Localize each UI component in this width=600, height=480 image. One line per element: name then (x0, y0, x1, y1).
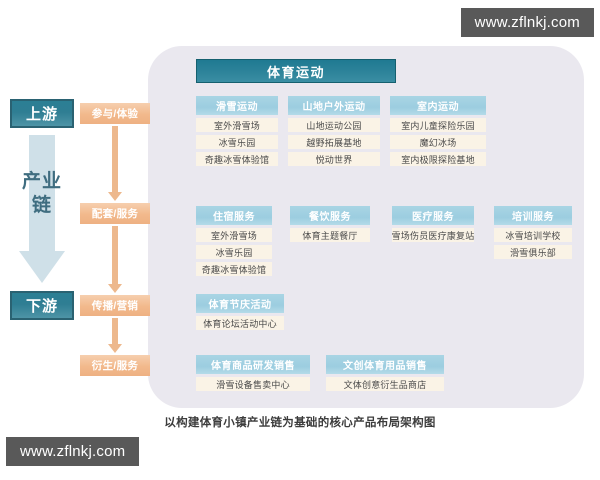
group-item[interactable]: 魔幻冰场 (390, 135, 486, 149)
group-item[interactable]: 文体创意衍生品商店 (326, 377, 444, 391)
stage-box-participation[interactable]: 参与/体验 (80, 103, 150, 124)
group-item[interactable]: 体育论坛活动中心 (196, 316, 284, 330)
upstream-label: 上游 (25, 106, 58, 123)
group-item[interactable]: 奇趣冰雪体验馆 (196, 262, 272, 276)
arrow-head (19, 251, 65, 283)
group-header[interactable]: 餐饮服务 (290, 206, 370, 225)
industry-chain-rail: 上游 产业链 下游 (0, 0, 150, 480)
group-item[interactable]: 冰雪乐园 (196, 135, 278, 149)
group-header[interactable]: 体育节庆活动 (196, 294, 284, 313)
group-header[interactable]: 滑雪运动 (196, 96, 278, 115)
group-item[interactable]: 室内极限探险基地 (390, 152, 486, 166)
group-item[interactable]: 体育主题餐厅 (290, 228, 370, 242)
downstream-label: 下游 (25, 298, 58, 315)
group-item[interactable]: 滑雪设备售卖中心 (196, 377, 310, 391)
group-dining: 餐饮服务 体育主题餐厅 (290, 206, 370, 242)
group-festival: 体育节庆活动 体育论坛活动中心 (196, 294, 284, 330)
group-header[interactable]: 体育商品研发销售 (196, 355, 310, 374)
stage-box-marketing[interactable]: 传播/营销 (80, 295, 150, 316)
group-header[interactable]: 山地户外运动 (288, 96, 380, 115)
chain-direction-arrow-icon (19, 135, 65, 285)
group-ski: 滑雪运动 室外滑雪场 冰雪乐园 奇趣冰雪体验馆 (196, 96, 278, 166)
group-header[interactable]: 培训服务 (494, 206, 572, 225)
group-indoor-sports: 室内运动 室内儿童探险乐园 魔幻冰场 室内极限探险基地 (390, 96, 486, 166)
downstream-badge: 下游 (10, 291, 74, 320)
watermark-top-right: www.zflnkj.com (460, 8, 594, 37)
group-item[interactable]: 滑雪俱乐部 (494, 245, 572, 259)
group-item[interactable]: 悦动世界 (288, 152, 380, 166)
group-item[interactable]: 雪场伤员医疗康复站 (392, 228, 474, 242)
stage-arrow-1-icon (108, 126, 122, 202)
group-sports-goods: 体育商品研发销售 滑雪设备售卖中心 (196, 355, 310, 391)
group-header[interactable]: 住宿服务 (196, 206, 272, 225)
group-header[interactable]: 文创体育用品销售 (326, 355, 444, 374)
stage-box-derivative[interactable]: 衍生/服务 (80, 355, 150, 376)
group-item[interactable]: 奇趣冰雪体验馆 (196, 152, 278, 166)
stage-box-support[interactable]: 配套/服务 (80, 203, 150, 224)
group-item[interactable]: 冰雪培训学校 (494, 228, 572, 242)
group-medical: 医疗服务 雪场伤员医疗康复站 (392, 206, 474, 242)
group-header[interactable]: 医疗服务 (392, 206, 474, 225)
arrow-shaft (29, 135, 55, 253)
stage-arrow-2-icon (108, 226, 122, 294)
group-accommodation: 住宿服务 室外滑雪场 冰雪乐园 奇趣冰雪体验馆 (196, 206, 272, 276)
group-cultural-goods: 文创体育用品销售 文体创意衍生品商店 (326, 355, 444, 391)
group-mountain-outdoor: 山地户外运动 山地运动公园 越野拓展基地 悦动世界 (288, 96, 380, 166)
master-title: 体育运动 (196, 59, 396, 83)
diagram-caption: 以构建体育小镇产业链为基础的核心产品布局架构图 (164, 417, 436, 429)
stage-flow-column: 参与/体验 配套/服务 传播/营销 衍生/服务 (80, 0, 150, 480)
group-item[interactable]: 室内儿童探险乐园 (390, 118, 486, 132)
group-item[interactable]: 室外滑雪场 (196, 118, 278, 132)
watermark-bottom-left: www.zflnkj.com (6, 437, 140, 466)
group-header[interactable]: 室内运动 (390, 96, 486, 115)
group-item[interactable]: 室外滑雪场 (196, 228, 272, 242)
group-training: 培训服务 冰雪培训学校 滑雪俱乐部 (494, 206, 572, 259)
chain-label: 产业链 (22, 171, 63, 216)
group-item[interactable]: 冰雪乐园 (196, 245, 272, 259)
stage-arrow-3-icon (108, 318, 122, 354)
group-item[interactable]: 山地运动公园 (288, 118, 380, 132)
group-item[interactable]: 越野拓展基地 (288, 135, 380, 149)
upstream-badge: 上游 (10, 99, 74, 128)
